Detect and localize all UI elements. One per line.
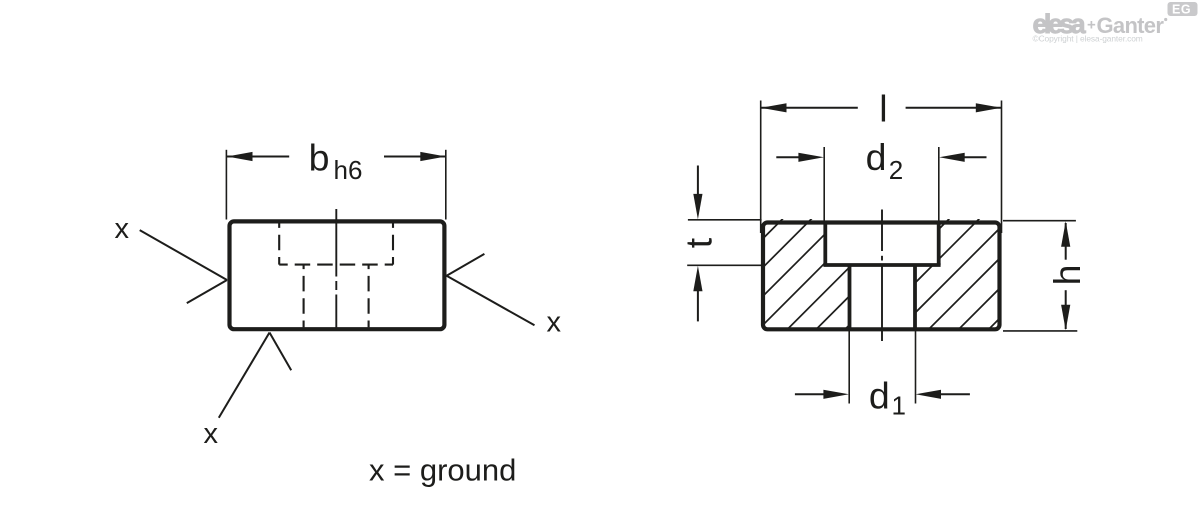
- svg-text:t: t: [678, 237, 720, 248]
- svg-text:h6: h6: [334, 155, 363, 185]
- svg-text:Ganter: Ganter: [1097, 13, 1165, 38]
- svg-text:x = ground: x = ground: [369, 453, 516, 488]
- svg-text:x: x: [547, 307, 562, 339]
- svg-text:b: b: [309, 136, 330, 178]
- svg-text:l: l: [879, 88, 887, 130]
- svg-text:h: h: [1046, 265, 1088, 286]
- svg-text:d: d: [866, 136, 887, 178]
- svg-text:EG: EG: [1172, 2, 1191, 16]
- svg-text:x: x: [204, 418, 219, 450]
- svg-text:x: x: [115, 213, 130, 245]
- svg-text:2: 2: [889, 155, 903, 185]
- svg-text:©Copyright | elesa-ganter.com: ©Copyright | elesa-ganter.com: [1033, 34, 1143, 44]
- svg-text:elesa: elesa: [1033, 9, 1087, 39]
- svg-text:1: 1: [892, 391, 906, 421]
- svg-text:d: d: [869, 375, 890, 417]
- svg-text:+: +: [1087, 17, 1096, 34]
